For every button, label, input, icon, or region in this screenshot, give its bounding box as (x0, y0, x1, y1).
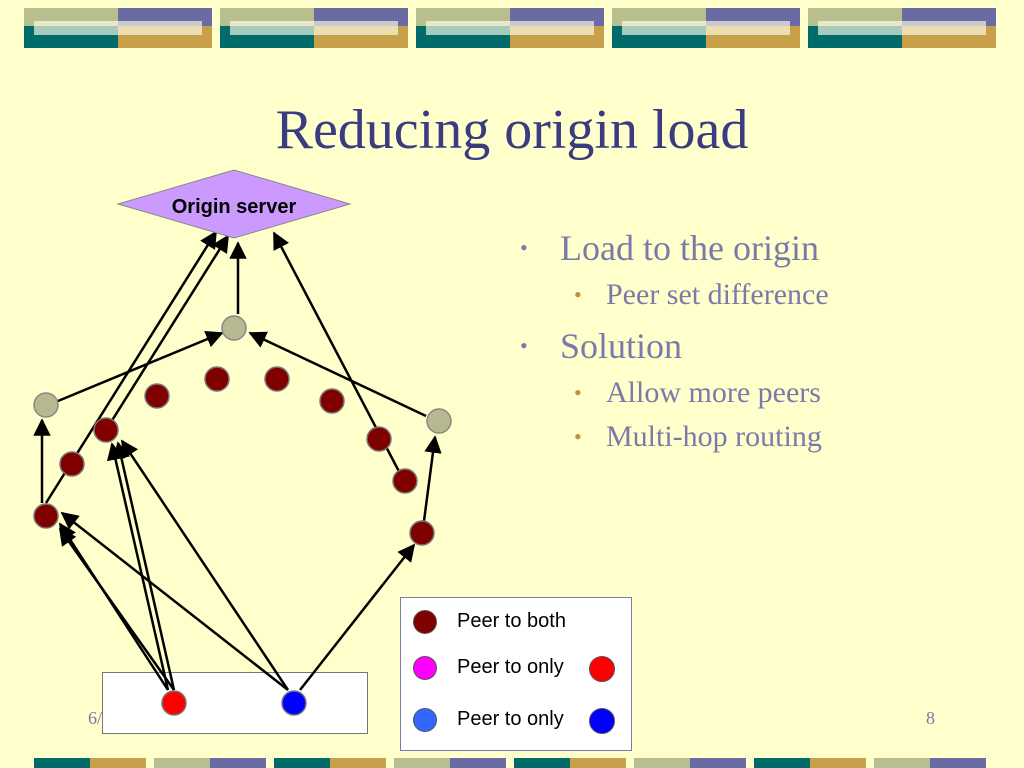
client-box (102, 672, 368, 734)
proxy-node (33, 392, 59, 418)
legend-label: Peer to only (457, 656, 564, 678)
bullet-item: • Load to the origin (520, 226, 1000, 274)
peer-nodes (33, 366, 435, 546)
legend-target-icon (589, 708, 615, 734)
bullet-icon: • (520, 235, 528, 260)
sub-bullet-item: • Peer set difference (520, 274, 1000, 318)
sub-bullet-item: • Multi-hop routing (520, 416, 1000, 460)
proxy-node (221, 315, 247, 341)
bullet-text: Solution (560, 326, 683, 366)
legend-label: Peer to both (457, 610, 566, 632)
banner-block (612, 8, 800, 48)
legend-item: Peer to only (401, 704, 631, 740)
bullet-icon: • (574, 424, 582, 449)
banner-block (220, 8, 408, 48)
peer-node (264, 366, 290, 392)
arrows (33, 230, 442, 691)
legend-swatch-icon (413, 610, 437, 634)
arrow (106, 442, 170, 691)
bullet-icon: • (574, 380, 582, 405)
sub-bullet-text: Peer set difference (606, 278, 829, 311)
arrow (248, 331, 427, 418)
arrow (299, 543, 416, 691)
blue-client-node (281, 690, 307, 716)
banner-block (808, 8, 996, 48)
peer-node (204, 366, 230, 392)
arrow (60, 511, 289, 691)
bullet-icon: • (520, 333, 528, 358)
legend-swatch-icon (413, 708, 437, 732)
arrow (57, 330, 224, 403)
legend: Peer to both Peer to only Peer to only (400, 597, 632, 751)
slide-number: 8 (926, 708, 935, 728)
proxy-node (426, 408, 452, 434)
peer-node (33, 503, 59, 529)
sub-bullet-text: Allow more peers (606, 376, 821, 409)
sub-bullet-text: Multi-hop routing (606, 420, 822, 453)
banner-block (24, 8, 212, 48)
legend-item: Peer to both (401, 606, 631, 642)
legend-target-icon (589, 656, 615, 682)
red-client-node (161, 690, 187, 716)
footer-date: 6/ (88, 708, 103, 728)
peer-node (144, 383, 170, 409)
peer-node (93, 417, 119, 443)
legend-label: Peer to only (457, 708, 564, 730)
bottom-banner (0, 758, 1024, 768)
proxy-nodes (33, 315, 452, 434)
top-banner (0, 8, 1024, 48)
origin-server-label: Origin server (172, 196, 297, 218)
arrow (104, 234, 230, 431)
slide-title: Reducing origin load (275, 99, 749, 161)
bullet-item: • Solution (520, 324, 1000, 372)
arrow (422, 435, 442, 522)
arrow (112, 441, 176, 691)
banner-block (416, 8, 604, 48)
peer-node (59, 451, 85, 477)
legend-item: Peer to only (401, 652, 631, 688)
origin-server-node (116, 169, 352, 239)
peer-node (392, 468, 418, 494)
bullet-list: • Load to the origin • Peer set difference… (520, 226, 1000, 460)
peer-node (409, 520, 435, 546)
arrow (58, 522, 170, 691)
peer-node (319, 388, 345, 414)
arrow (120, 439, 290, 691)
peer-node (366, 426, 392, 452)
bullet-text: Load to the origin (560, 228, 819, 268)
legend-swatch-icon (413, 656, 437, 680)
bullet-icon: • (574, 282, 582, 307)
sub-bullet-item: • Allow more peers (520, 372, 1000, 416)
